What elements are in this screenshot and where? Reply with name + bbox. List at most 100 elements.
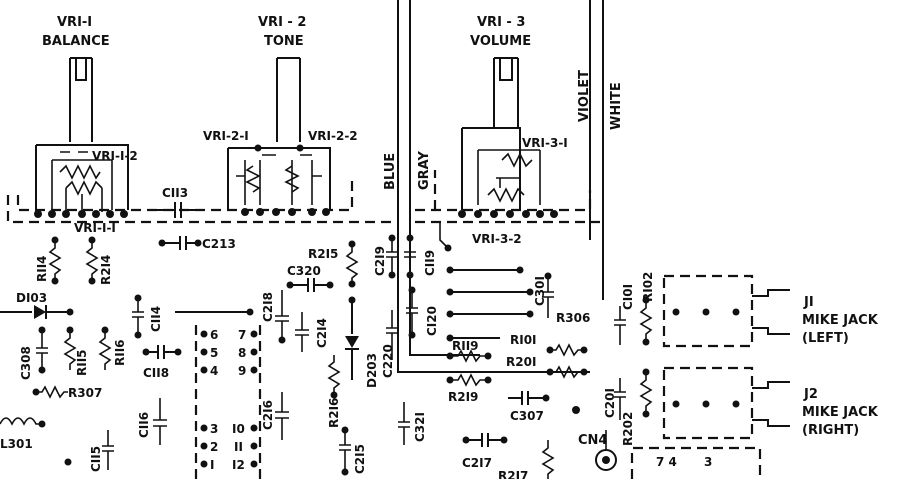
jack-j2-ref: J2	[803, 387, 818, 402]
pin-11-label: II	[234, 440, 243, 454]
vr1-1-2-label: VRI-I-2	[92, 149, 138, 163]
c301-label: C30I	[533, 276, 547, 306]
vr1-3-body	[461, 127, 541, 210]
c308-label: C308	[19, 346, 33, 380]
wire-gray-label: GRAY	[417, 151, 432, 190]
c217-label: C2I7	[462, 456, 492, 470]
c213-label: C213	[202, 237, 236, 251]
jack-j1-line2: (LEFT)	[802, 331, 849, 346]
c201-capacitor	[614, 378, 626, 420]
c120-capacitor	[406, 286, 418, 339]
vr1-3-ref-label: VRI - 3	[477, 15, 525, 30]
r115-label: RII5	[75, 349, 89, 376]
wire-run-mid	[409, 0, 480, 356]
pin-2-label: 2	[210, 440, 218, 454]
r217-label: R2I7	[498, 469, 528, 479]
c307-capacitor	[508, 391, 550, 405]
vr1-1-body	[35, 144, 129, 212]
cn4-connector	[572, 406, 617, 471]
jack-j2-line2: (RIGHT)	[802, 423, 859, 438]
d203-diode	[345, 296, 359, 380]
pin-3-label: 3	[210, 422, 218, 436]
vr1-3-1-label: VRI-3-I	[522, 136, 568, 150]
r215-label: R2I5	[308, 247, 338, 261]
c115-capacitor	[64, 430, 114, 470]
pin-12-label: I2	[232, 458, 245, 472]
l301-label: L301	[0, 437, 33, 451]
vr1-2-shaft	[276, 57, 301, 142]
pin-7-label: 7	[238, 328, 246, 342]
r216-label: R2I6	[327, 398, 341, 428]
r115-resistor	[63, 326, 77, 370]
c118-label: CII8	[143, 366, 169, 380]
d103-label: DI03	[16, 291, 47, 305]
r202-label: R202	[621, 412, 635, 446]
connector-pins	[200, 330, 258, 468]
d103-diode	[0, 305, 74, 319]
r114-resistor	[48, 236, 62, 285]
c321-capacitor	[398, 402, 410, 445]
c113-capacitor	[150, 202, 200, 218]
wire-run-left	[397, 0, 590, 373]
c115-label: CII5	[89, 446, 103, 472]
c214-label: C2I4	[315, 318, 329, 348]
vr1-1-ref-label: VRI-I	[57, 15, 92, 30]
r201-label: R20I	[506, 355, 536, 369]
pin-8-label: 8	[238, 346, 246, 360]
r202-resistor	[639, 368, 653, 418]
c301-capacitor	[542, 272, 554, 318]
c219-capacitor	[386, 234, 398, 279]
d203-label: D203	[365, 353, 379, 388]
c215-capacitor	[339, 426, 351, 476]
vr1-2-1-label: VRI-2-I	[203, 129, 249, 143]
vr1-1-shaft	[69, 57, 93, 142]
r307-resistor	[32, 385, 68, 399]
c321-label: C32I	[413, 412, 427, 442]
c220-label: C220	[381, 344, 395, 378]
signal-bus-wires	[439, 222, 534, 342]
vr1-1-1-label: VRI-I-I	[74, 221, 116, 235]
c219-label: C2I9	[373, 246, 387, 276]
vr1-2-ref-label: VRI - 2	[258, 15, 306, 30]
r102-resistor	[639, 296, 653, 346]
pin-4-label: 4	[210, 364, 218, 378]
wire-blue-label: BLUE	[383, 153, 398, 190]
r116-label: RII6	[113, 339, 127, 366]
r216-resistor	[327, 355, 341, 399]
c320-capacitor	[286, 278, 334, 292]
c213-capacitor	[158, 236, 202, 250]
top-board-terminals	[34, 144, 558, 218]
c320-label: C320	[287, 264, 321, 278]
r116-resistor	[98, 326, 112, 370]
c101-label: CI0I	[621, 284, 635, 310]
bottom-board-outline	[630, 446, 762, 479]
vr1-2-name-label: TONE	[264, 34, 304, 49]
c214-capacitor	[295, 312, 309, 352]
pin-1-label: I	[210, 458, 214, 472]
jack-j1-outline	[662, 274, 790, 348]
c119-label: CII9	[423, 250, 437, 276]
jack-j2-outline	[662, 366, 790, 440]
r214-resistor	[85, 236, 99, 285]
r214-label: R2I4	[99, 255, 113, 285]
right-board-outline	[415, 170, 600, 224]
r219-resistor	[446, 373, 492, 387]
r215-resistor	[345, 240, 359, 288]
bottom-pins-a: 7 4	[656, 455, 677, 469]
c215-label: C2I5	[353, 444, 367, 474]
r219-label: R2I9	[448, 390, 478, 404]
r102-label: RI02	[641, 272, 655, 302]
c101-capacitor	[614, 306, 626, 345]
vr1-3-name-label: VOLUME	[470, 34, 531, 49]
l301-inductor	[0, 417, 46, 428]
vr1-3-shaft	[493, 57, 519, 128]
r307-label: R307	[68, 386, 102, 400]
connector-block-outline	[194, 325, 262, 479]
c119-capacitor	[404, 234, 416, 279]
c218-label: C2I8	[261, 292, 275, 322]
r119-resistor	[446, 349, 492, 363]
wire-white-label: WHITE	[609, 82, 624, 130]
r101-label: RI0I	[510, 333, 537, 347]
c220-capacitor	[386, 310, 398, 360]
